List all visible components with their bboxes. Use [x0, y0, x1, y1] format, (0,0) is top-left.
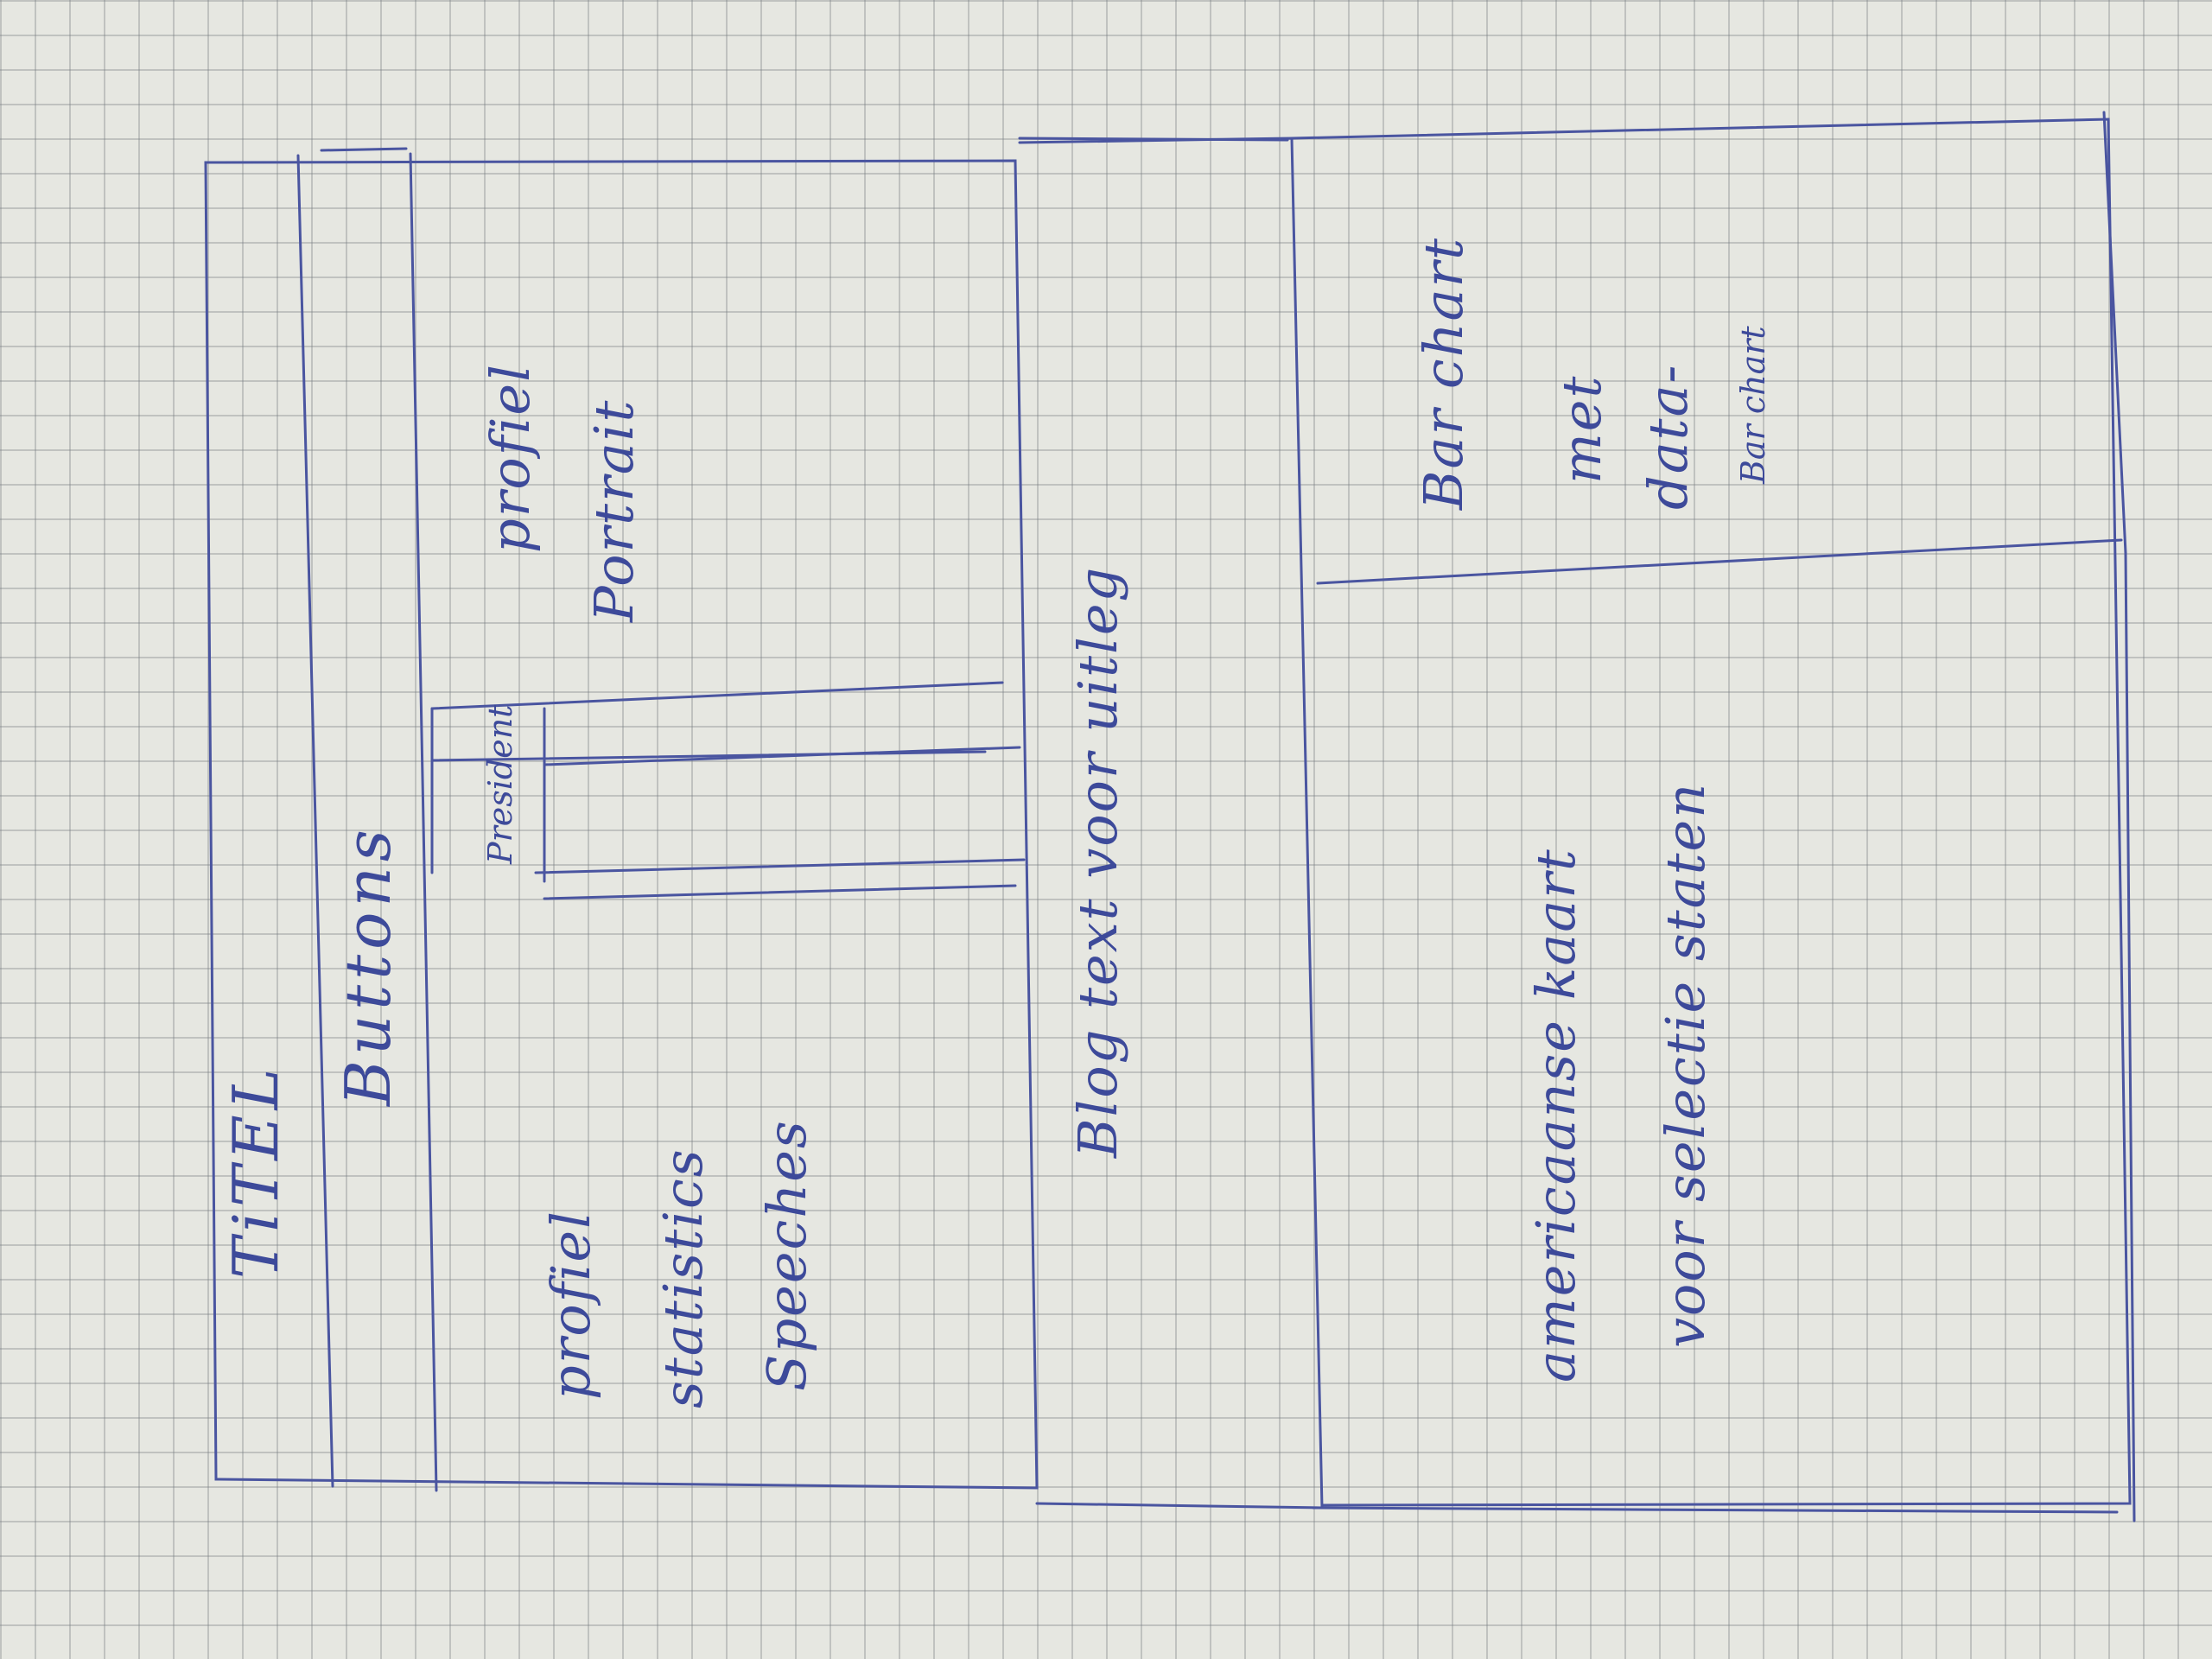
blog-text: Blog text voor uitleg [1066, 565, 1129, 1158]
left-panel-frame [204, 159, 1039, 1490]
menu-item-statistics: statistics [652, 1147, 715, 1408]
map-label-line1: americaanse kaart [1524, 848, 1587, 1382]
president-table-line [534, 858, 1026, 874]
menu-item-speeches: Speeches [755, 1119, 818, 1391]
portrait-label: Portrait [582, 398, 645, 622]
buttons-text: Buttons [332, 824, 404, 1106]
chart-label-line4: Bar chart [1734, 326, 1772, 484]
president-label: President [481, 704, 519, 864]
buttons-divider [409, 152, 438, 1492]
title-text: TiTEL [219, 1063, 292, 1279]
president-table-line [543, 884, 1017, 900]
map-label-line2: voor selectie staten [1654, 781, 1717, 1348]
right-panel-frame [1290, 118, 2132, 1507]
chart-map-divider [1316, 538, 2123, 585]
profile-photo-label: profiel [479, 363, 542, 553]
chart-label-line2: met [1550, 374, 1613, 484]
chart-label-line1: Bar chart [1412, 236, 1475, 510]
president-table-line [430, 681, 1004, 710]
title-divider [296, 154, 334, 1488]
president-table-line [543, 746, 1021, 766]
menu-item-profiel: profiel [539, 1210, 602, 1400]
chart-label-line3: data- [1637, 363, 1700, 510]
blog-panel-frame [1018, 137, 1324, 1510]
